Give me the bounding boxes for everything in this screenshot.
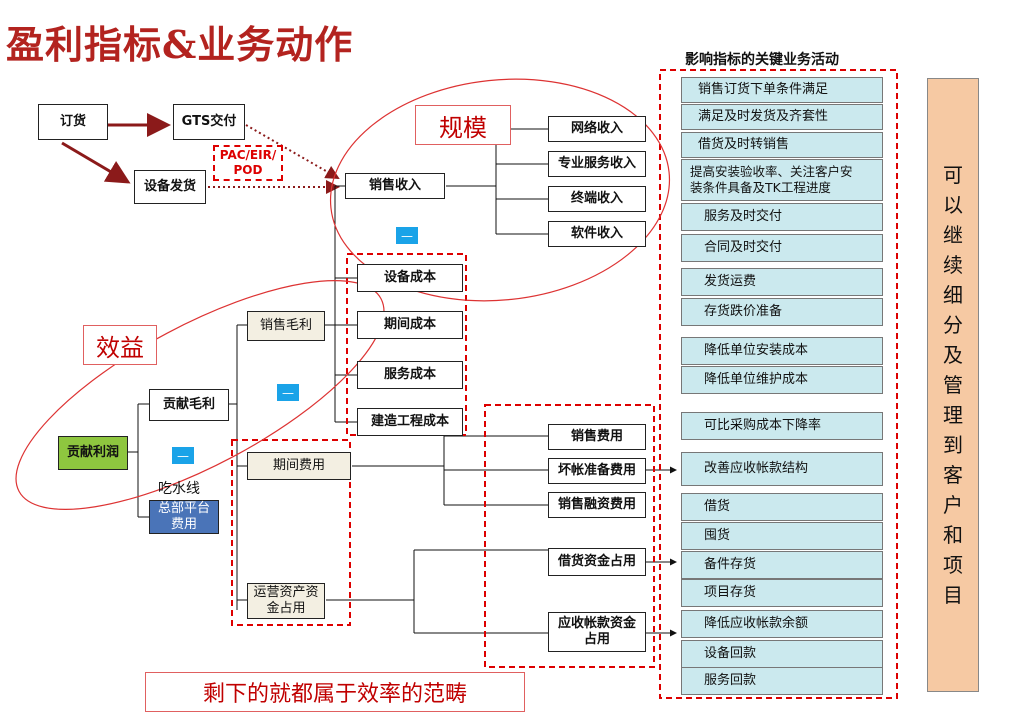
side-note-text: 可 以 继 续 细 分 及 管 理 到 客 户 和 项 目 [943,163,963,607]
working-capital-node: 运营资产资 金占用 [247,583,325,619]
loan-capital-occupancy-node: 借货资金占用 [548,548,646,576]
activity-item: 可比采购成本下降率 [681,412,883,440]
minus-marker-costs: — [396,227,418,244]
page-title: 盈利指标&业务动作 [6,22,354,67]
gts-delivery-node: GTS交付 [173,104,245,140]
hq-platform-expense-node: 总部平台 费用 [149,500,219,534]
gross-margin-node: 销售毛利 [247,311,325,341]
activity-item: 服务及时交付 [681,203,883,231]
contribution-profit-node: 贡献利润 [58,436,128,470]
terminal-revenue-node: 终端收入 [548,186,646,212]
service-cost-node: 服务成本 [357,361,463,389]
activity-item: 设备回款 [681,640,883,668]
activity-item: 借货及时转销售 [681,132,883,158]
activity-item: 销售订货下单条件满足 [681,77,883,103]
period-expense-node: 期间费用 [247,452,351,480]
activity-item: 降低单位安装成本 [681,337,883,365]
scale-label: 规模 [415,105,511,145]
equipment-cost-node: 设备成本 [357,264,463,292]
activity-item: 项目存货 [681,579,883,607]
activity-item: 降低应收帐款余额 [681,610,883,638]
activity-item: 囤货 [681,522,883,550]
equipment-shipment-node: 设备发货 [134,170,206,204]
pac-eir-pod-node: PAC/EIR/ POD [213,145,283,181]
minus-marker-expenses: — [277,384,299,401]
software-revenue-node: 软件收入 [548,221,646,247]
waterline-label: 吃水线 [158,481,200,497]
order-node: 订货 [38,104,108,140]
construction-cost-node: 建造工程成本 [357,408,463,436]
activities-title: 影响指标的关键业务活动 [685,52,839,68]
side-note-panel [927,78,979,692]
activity-item: 服务回款 [681,667,883,695]
benefit-label: 效益 [83,325,157,365]
professional-service-revenue-node: 专业服务收入 [548,151,646,177]
activity-item: 改善应收帐款结构 [681,452,883,486]
activity-item: 发货运费 [681,268,883,296]
network-revenue-node: 网络收入 [548,116,646,142]
minus-marker-hq: — [172,447,194,464]
activity-item: 满足及时发货及齐套性 [681,104,883,130]
activity-item: 存货跌价准备 [681,298,883,326]
receivable-capital-occupancy-node: 应收帐款资金 占用 [548,612,646,652]
bad-debt-provision-node: 坏帐准备费用 [548,458,646,484]
contribution-margin-node: 贡献毛利 [149,389,229,421]
activity-item: 降低单位维护成本 [681,366,883,394]
activity-item: 提高安装验收率、关注客户安 装条件具备及TK工程进度 [681,159,883,201]
activity-item: 备件存货 [681,551,883,579]
efficiency-label: 剩下的就都属于效率的范畴 [145,672,525,712]
sales-expense-node: 销售费用 [548,424,646,450]
sales-revenue-node: 销售收入 [345,173,445,199]
sales-financing-expense-node: 销售融资费用 [548,492,646,518]
activity-item: 借货 [681,493,883,521]
period-cost-node: 期间成本 [357,311,463,339]
activity-item: 合同及时交付 [681,234,883,262]
